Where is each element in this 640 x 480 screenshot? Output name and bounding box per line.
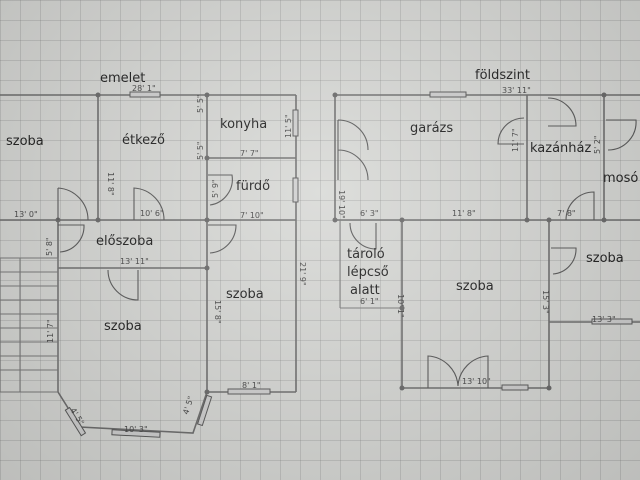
ground-floor-plan: [332, 91, 640, 391]
dimension-label: 8' 1": [242, 381, 261, 390]
window: [501, 384, 529, 391]
door: [107, 269, 139, 301]
dimension-label: 13' 10": [462, 377, 491, 386]
window: [64, 406, 87, 437]
dimension-label: 13' 11": [120, 257, 149, 266]
door: [606, 119, 637, 151]
window: [591, 318, 633, 325]
dimension-label: 7' 7": [240, 149, 259, 158]
window: [227, 388, 271, 395]
door: [551, 247, 577, 275]
upper-floor-plan: [0, 91, 299, 438]
dimension-label: 21' 9": [298, 262, 307, 286]
room-label: előszoba: [96, 234, 153, 249]
window: [111, 429, 161, 438]
door: [58, 224, 85, 253]
room-label: alatt: [350, 283, 380, 298]
dimension-label: 11' 8": [106, 172, 115, 196]
dimension-label: 11' 7": [46, 319, 55, 343]
room-label: szoba: [456, 279, 494, 294]
window: [129, 91, 161, 98]
dimension-label: 10' 3": [124, 425, 148, 434]
room-label: mosó: [603, 171, 638, 186]
heading-upper-floor: emelet: [100, 71, 145, 86]
garage-door: [337, 119, 369, 181]
dimension-label: 10' 1": [396, 294, 405, 318]
dimension-label: 5' 2": [593, 135, 602, 154]
dimension-label: 11' 7": [511, 128, 520, 152]
room-label: szoba: [104, 319, 142, 334]
door: [427, 355, 489, 388]
window: [196, 394, 213, 427]
room-label: garázs: [410, 121, 453, 136]
dimension-label: 7' 10": [240, 211, 264, 220]
door: [208, 174, 233, 206]
dimension-label: 7' 8": [557, 209, 576, 218]
room-label: lépcső: [347, 265, 389, 280]
room-label: tároló: [347, 247, 385, 262]
dimension-label: 11' 8": [452, 209, 476, 218]
dimension-label: 19' 10": [337, 190, 346, 219]
dimension-label: 13' 0": [14, 210, 38, 219]
door: [497, 117, 525, 145]
dimension-label: 5' 5": [196, 141, 205, 160]
dimension-label: 15' 3": [541, 290, 550, 314]
dimension-label: 10' 6": [140, 209, 164, 218]
dimension-label: 15' 8": [213, 300, 222, 324]
dimension-label: 13' 3": [592, 315, 616, 324]
dimension-label: 6' 3": [360, 209, 379, 218]
door: [565, 191, 595, 221]
window: [429, 91, 467, 98]
dimension-label: 28' 1": [132, 84, 156, 93]
staircase: [0, 257, 59, 393]
dimension-label: 5' 8": [45, 237, 54, 256]
door: [547, 97, 577, 127]
heading-ground-floor: földszint: [475, 68, 530, 83]
room-label: szoba: [226, 287, 264, 302]
dimension-label: 11' 5": [284, 114, 293, 138]
room-label: étkező: [122, 133, 165, 148]
room-label: szoba: [6, 134, 44, 149]
room-label: fürdő: [236, 179, 270, 194]
door: [133, 187, 165, 221]
door: [349, 222, 377, 250]
door: [57, 187, 89, 221]
dimension-label: 33' 11": [502, 86, 531, 95]
window: [292, 177, 299, 203]
room-label: konyha: [220, 117, 267, 132]
dimension-label: 5' 9": [211, 179, 220, 198]
window: [292, 109, 299, 137]
dimension-label: 6' 1": [360, 297, 379, 306]
dimension-label: 4' 5": [181, 395, 195, 415]
dimension-label: 5' 5": [196, 94, 205, 113]
door: [208, 224, 237, 254]
room-label: szoba: [586, 251, 624, 266]
room-label: kazánház: [530, 141, 592, 156]
